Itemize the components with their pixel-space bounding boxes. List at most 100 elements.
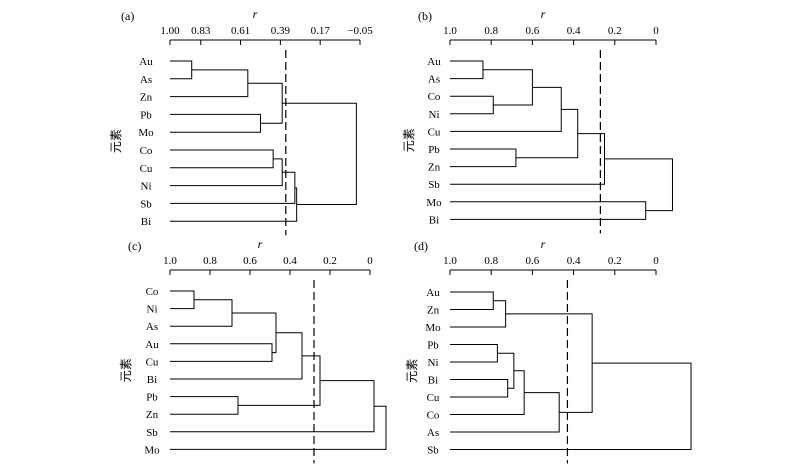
leaf-label: Pb (427, 340, 439, 352)
dendrogram-link (170, 69, 249, 98)
dendrogram-link (450, 95, 494, 115)
leaf-label: Ni (428, 357, 439, 369)
tick-label: 0 (367, 255, 373, 267)
leaf-label: Co (428, 91, 441, 103)
panel-label: (a) (121, 9, 134, 23)
leaf-label: Co (140, 145, 153, 157)
leaf-label: Ni (429, 109, 440, 121)
dendrogram-link (170, 343, 273, 362)
dendrogram-link (170, 113, 261, 133)
dendrogram-link (170, 149, 274, 169)
tick-label: 0.2 (608, 255, 622, 267)
dendrogram-link (450, 60, 484, 80)
tick-label: 0 (653, 255, 659, 267)
tick-label: 0.6 (526, 25, 540, 37)
dendrogram-link (238, 355, 321, 406)
tick-label: 0.4 (283, 255, 297, 267)
leaf-label: Ni (141, 181, 152, 193)
leaf-label: Mo (144, 444, 160, 456)
dendrogram-link (450, 148, 517, 168)
leaf-label: Zn (427, 305, 440, 317)
tick-label: 1.0 (443, 25, 457, 37)
leaf-label: Ni (147, 304, 158, 316)
tick-label: 0.61 (231, 25, 250, 37)
leaf-label: Pb (146, 392, 158, 404)
panel-label: (d) (414, 239, 428, 253)
dendrogram-link (170, 332, 303, 380)
leaf-label: As (146, 321, 158, 333)
leaf-label: Sb (146, 427, 158, 439)
tick-label: 1.0 (163, 255, 177, 267)
dendrogram-link (515, 108, 579, 159)
leaf-label: Pb (140, 109, 152, 121)
leaf-label: Bi (141, 216, 151, 228)
leaf-label: Zn (428, 162, 441, 174)
tick-label: −0.05 (347, 25, 373, 37)
dendrogram-link (450, 370, 525, 415)
leaf-label: Bi (147, 374, 157, 386)
leaf-label: Sb (427, 445, 439, 457)
dendrogram-link (450, 392, 560, 433)
dendrogram-link (170, 158, 283, 187)
tick-label: 0.6 (526, 255, 540, 267)
dendrogram-link (247, 82, 283, 124)
leaf-label: Cu (428, 126, 441, 138)
dendrogram-link (450, 344, 498, 363)
tick-label: 0.6 (243, 255, 257, 267)
leaf-label: Mo (426, 197, 442, 209)
leaf-label: Sb (428, 179, 440, 191)
dendrogram-link (604, 158, 673, 212)
leaf-label: Zn (140, 92, 153, 104)
axis-title: r (541, 237, 546, 251)
leaf-label: Bi (429, 214, 439, 226)
panel-label: (c) (128, 239, 141, 253)
dendrogram-link (450, 201, 647, 220)
tick-label: 0.83 (191, 25, 211, 37)
dendrogram-link (170, 396, 239, 415)
dendrogram-link (170, 405, 387, 450)
dendrogram-link (450, 300, 507, 328)
tick-label: 0.17 (311, 25, 331, 37)
tick-label: 0 (653, 25, 659, 37)
leaf-label: As (140, 74, 152, 86)
leaf-label: Cu (140, 163, 153, 175)
dendrogram-link (170, 60, 193, 80)
side-label: 元素 (109, 129, 123, 153)
tick-label: 0.2 (323, 255, 337, 267)
leaf-label: Sb (140, 198, 152, 210)
dendrogram-link (497, 352, 515, 389)
dendrogram-link (232, 312, 277, 354)
leaf-label: Au (145, 339, 159, 351)
leaf-label: As (428, 74, 440, 86)
dendrogram-link (170, 290, 195, 310)
leaf-label: Co (427, 410, 440, 422)
leaf-label: Au (139, 56, 153, 68)
tick-label: 0.8 (484, 25, 498, 37)
leaf-label: Co (146, 286, 159, 298)
dendrogram-link (170, 380, 375, 433)
dendrogram-link (450, 291, 494, 310)
dendrogram-link (450, 133, 605, 185)
tick-label: 1.00 (160, 25, 180, 37)
side-label: 元素 (405, 359, 419, 383)
tick-label: 0.8 (484, 255, 498, 267)
side-label: 元素 (402, 128, 416, 152)
dendrogram-link (170, 171, 296, 204)
axis-title: r (253, 7, 258, 21)
dendrogram-link (450, 362, 692, 450)
tick-label: 1.0 (443, 255, 457, 267)
panel-label: (b) (418, 9, 432, 23)
tick-label: 0.2 (608, 25, 622, 37)
axis-title: r (258, 237, 263, 251)
side-label: 元素 (119, 358, 133, 382)
axis-title: r (541, 7, 546, 21)
dendrogram-link (282, 102, 357, 206)
leaf-label: Cu (427, 392, 440, 404)
leaf-label: Mo (425, 322, 441, 334)
dendrogram-link (170, 299, 233, 327)
tick-label: 0.39 (271, 25, 291, 37)
dendrogram-link (170, 187, 298, 222)
